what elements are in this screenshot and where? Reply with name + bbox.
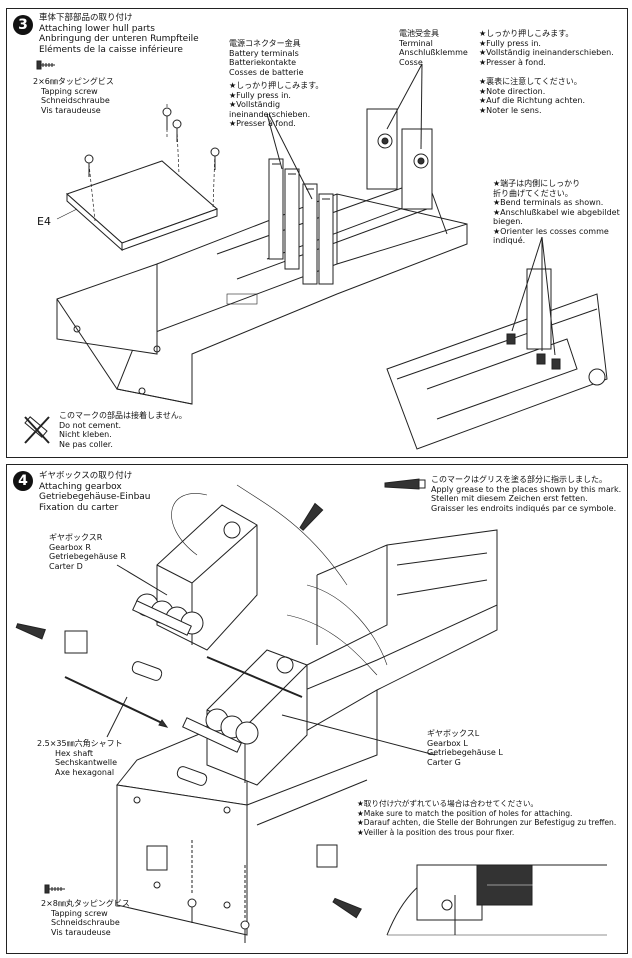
gearbox-l-label: ギヤボックスL Gearbox L Getriebegehäuse L Cart… bbox=[427, 729, 503, 767]
no-cement-note: このマークの部品は接着しません。 Do not cement. Nicht kl… bbox=[59, 411, 187, 449]
press-note: ★しっかり押しこみます。 ★Fully press in. ★Vollständ… bbox=[479, 29, 614, 67]
bt-note-fr: ★Presser à fond. bbox=[229, 119, 296, 128]
holes-en: ★Make sure to match the position of hole… bbox=[357, 808, 573, 818]
gearbox-l-jp: ギヤボックスL bbox=[427, 729, 480, 738]
press-jp: ★しっかり押しこみます。 bbox=[479, 29, 574, 38]
gearbox-r-label: ギヤボックスR Gearbox R Getriebegehäuse R Cart… bbox=[49, 533, 126, 571]
step-4-illustration bbox=[15, 478, 609, 943]
title-fr: Fixation du carter bbox=[39, 502, 119, 513]
bt-fr: Cosses de batterie bbox=[229, 67, 304, 77]
gearbox-r-fr: Carter D bbox=[49, 561, 83, 571]
grease-fr: Graisser les endroits indiqués par ce sy… bbox=[431, 503, 617, 513]
bt-de: Batteriekontakte bbox=[229, 58, 297, 67]
shaft-fr: Axe hexagonal bbox=[55, 767, 115, 777]
gearbox-l-en: Gearbox L bbox=[427, 738, 468, 748]
gearbox-r-jp: ギヤボックスR bbox=[49, 533, 103, 542]
shaft-de: Sechskantwelle bbox=[55, 758, 118, 767]
gearbox-r-en: Gearbox R bbox=[49, 542, 91, 552]
direction-fr: ★Noter le sens. bbox=[479, 105, 542, 115]
grease-en: Apply grease to the places shown by this… bbox=[431, 484, 622, 494]
title-de: Anbringung der unteren Rumpfteile bbox=[39, 34, 199, 44]
step-3-title: 車体下部部品の取り付け Attaching lower hull parts A… bbox=[39, 13, 199, 55]
shaft-jp: 2.5×35㎜六角シャフト bbox=[37, 739, 123, 748]
direction-note: ★裏表に注意してください。 ★Note direction. ★Auf die … bbox=[479, 77, 585, 115]
press-de: ★Vollständig ineinanderschieben. bbox=[479, 48, 614, 57]
direction-en: ★Note direction. bbox=[479, 86, 546, 96]
bend-fr: ★Orienter les cosses comme bbox=[493, 226, 609, 236]
screw-jp: 2×8㎜丸タッピングビス bbox=[41, 899, 130, 908]
bt-note-jp: ★しっかり押しこみます。 bbox=[229, 81, 324, 90]
gearbox-r-de: Getriebegehäuse R bbox=[49, 552, 126, 561]
bt-note-en: ★Fully press in. bbox=[229, 90, 291, 100]
screw-de: Schneidschraube bbox=[51, 918, 120, 927]
screw-label: 2×8㎜丸タッピングビス Tapping screw Schneidschrau… bbox=[41, 899, 130, 937]
direction-jp: ★裏表に注意してください。 bbox=[479, 77, 582, 86]
gearbox-l-fr: Carter G bbox=[427, 757, 461, 767]
step-3-panel: 3 車体下部部品の取り付け Attaching lower hull parts… bbox=[6, 8, 628, 458]
screw-en: Tapping screw bbox=[41, 86, 98, 96]
step-number: 4 bbox=[13, 471, 33, 491]
no-cement-fr: Ne pas coller. bbox=[59, 439, 113, 449]
bend-de2: biegen. bbox=[493, 217, 523, 226]
step-number: 3 bbox=[13, 15, 33, 35]
terminal-en: Terminal bbox=[399, 38, 433, 48]
shaft-en: Hex shaft bbox=[55, 748, 94, 758]
bt-en: Battery terminals bbox=[229, 48, 299, 58]
grease-note: このマークはグリスを塗る部分に指示しました。 Apply grease to t… bbox=[431, 475, 621, 513]
press-fr: ★Presser à fond. bbox=[479, 57, 546, 67]
holes-fr: ★Veiller à la position des trous pour fi… bbox=[357, 827, 515, 837]
screw-label: 2×6㎜タッピングビス Tapping screw Schneidschraub… bbox=[33, 77, 114, 115]
screw-de: Schneidschraube bbox=[41, 96, 110, 105]
no-cement-jp: このマークの部品は接着しません。 bbox=[59, 411, 187, 420]
screw-fr: Vis taraudeuse bbox=[41, 105, 101, 115]
step-4-panel: 4 ギヤボックスの取り付け Attaching gearbox Getriebe… bbox=[6, 464, 628, 954]
grease-de: Stellen mit diesem Zeichen erst fetten. bbox=[431, 494, 588, 503]
screw-jp: 2×6㎜タッピングビス bbox=[33, 77, 114, 86]
title-en: Attaching lower hull parts bbox=[39, 23, 155, 34]
title-jp: 車体下部部品の取り付け bbox=[39, 13, 133, 23]
terminal-jp: 電池受金具 bbox=[399, 29, 439, 38]
bend-fr2: indiqué. bbox=[493, 236, 526, 245]
bt-jp: 電源コネクター金具 bbox=[229, 39, 301, 48]
press-en: ★Fully press in. bbox=[479, 38, 541, 48]
grease-jp: このマークはグリスを塗る部分に指示しました。 bbox=[431, 475, 607, 484]
bend-en: ★Bend terminals as shown. bbox=[493, 198, 604, 207]
title-de: Getriebegehäuse-Einbau bbox=[39, 492, 151, 502]
terminal-label: 電池受金具 Terminal Anschlußklemme Cosse bbox=[399, 29, 468, 67]
part-label-e4: E4 bbox=[37, 215, 51, 228]
direction-de: ★Auf die Richtung achten. bbox=[479, 96, 586, 105]
hex-shaft-label: 2.5×35㎜六角シャフト Hex shaft Sechskantwelle A… bbox=[37, 739, 123, 777]
bt-note-de: ★Vollständig bbox=[229, 100, 281, 109]
bend-jp2: 折り曲げてください。 bbox=[493, 188, 573, 198]
screw-en: Tapping screw bbox=[51, 908, 108, 918]
title-jp: ギヤボックスの取り付け bbox=[39, 471, 133, 481]
bend-note: ★端子は内側にしっかり 折り曲げてください。 ★Bend terminals a… bbox=[493, 179, 620, 246]
holes-note: ★取り付け穴がずれている場合は合わせてください。 ★Make sure to m… bbox=[357, 799, 616, 837]
holes-de: ★Darauf achten, die Stelle der Bohrungen… bbox=[357, 818, 617, 827]
bend-de: ★Anschlußkabel wie abgebildet bbox=[493, 207, 620, 217]
bt-note-de2: ineinanderschieben. bbox=[229, 109, 311, 119]
holes-jp: ★取り付け穴がずれている場合は合わせてください。 bbox=[357, 799, 539, 808]
no-cement-de: Nicht kleben. bbox=[59, 430, 112, 439]
step-4-title: ギヤボックスの取り付け Attaching gearbox Getriebege… bbox=[39, 471, 151, 513]
terminal-de: Anschlußklemme bbox=[399, 48, 468, 57]
terminal-fr: Cosse bbox=[399, 57, 423, 67]
title-en: Attaching gearbox bbox=[39, 481, 122, 492]
no-cement-en: Do not cement. bbox=[59, 420, 122, 430]
battery-terminals-label: 電源コネクター金具 Battery terminals Batteriekont… bbox=[229, 39, 323, 129]
screw-fr: Vis taraudeuse bbox=[51, 927, 111, 937]
gearbox-l-de: Getriebegehäuse L bbox=[427, 748, 503, 757]
step-3-illustration bbox=[24, 60, 608, 450]
title-fr: Eléments de la caisse inférieure bbox=[39, 44, 183, 55]
bend-jp: ★端子は内側にしっかり bbox=[493, 179, 581, 188]
